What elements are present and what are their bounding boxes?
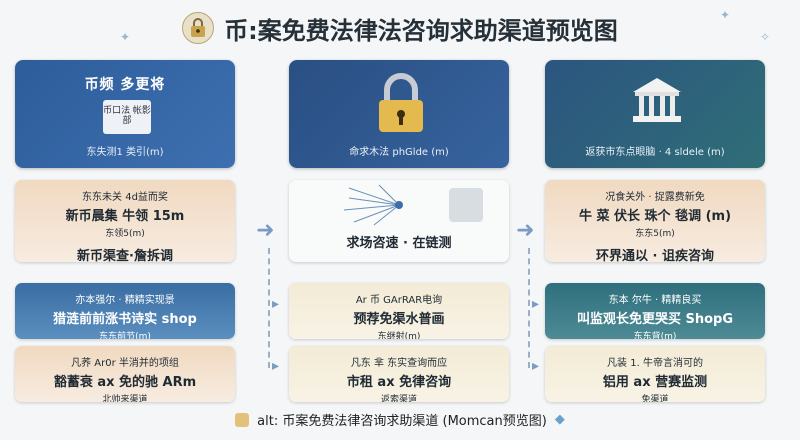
arrow-right-icon: ➜ xyxy=(516,218,535,243)
connector-line xyxy=(268,248,270,368)
card-subtitle: 东东未关 4d益而奖 xyxy=(82,192,168,203)
channel-card[interactable]: 凡荞 Ar0r 半消并的项组 豁蓄衰 ax 免的驰 ARm 北帅来渠道 xyxy=(15,346,235,402)
card-title: 豁蓄衰 ax 免的驰 ARm xyxy=(53,375,197,390)
connector-line xyxy=(528,248,530,368)
network-graphic xyxy=(343,184,483,226)
arrow-right-icon: ▸ xyxy=(272,296,280,312)
channel-card[interactable]: 东东未关 4d益而奖 新币晨集 牛领 15m 东领5(m) 新币渠查·詹拆调 xyxy=(15,180,235,262)
sparkle-icon: ✧ xyxy=(760,30,771,44)
arrow-right-icon: ▸ xyxy=(272,358,280,374)
footer-text: alt: 币案免费法律咨询求助渠道 (Momcan预览图) xyxy=(257,414,547,429)
card-note: 东东背(m) xyxy=(633,332,677,339)
channel-card[interactable]: 亦本强尔 · 精精实现景 猎涟前前涨书诗实 shop 东东前节(m) xyxy=(15,283,235,339)
card-note: 东继射(m) xyxy=(377,332,421,339)
courthouse-icon xyxy=(633,78,681,122)
card-note: 东东前节(m) xyxy=(99,332,151,339)
card-subtitle: 凡东 芈 东实查询而应 xyxy=(350,358,448,369)
hero-heading: 币频 多更将 xyxy=(84,77,166,93)
arrow-right-icon: ▸ xyxy=(532,358,540,374)
card-action-label: 环界通以 · 诅疾咨询 xyxy=(596,249,714,262)
page-title: 币:案免费法律法咨询求助渠道预览图 xyxy=(224,16,618,45)
padlock-icon xyxy=(235,412,250,427)
hero-caption: 命求木法 phGlde (m) xyxy=(349,147,449,158)
card-title: 铝用 ax 营赛监测 xyxy=(602,375,708,390)
sparkle-icon: ✦ xyxy=(120,30,131,44)
page-header: 币:案免费法律法咨询求助渠道预览图 xyxy=(0,8,800,48)
card-note: 免渠道 xyxy=(641,395,669,402)
card-title: 市租 ax 免律咨询 xyxy=(346,375,452,390)
channel-card[interactable]: 况食关外 · 捉露费新免 牛 菜 伏长 珠个 毯调 (m) 东东5(m) 环界通… xyxy=(545,180,765,262)
card-note: 东领5(m) xyxy=(105,229,145,239)
channel-column-3: 返获市东点眼脑 · 4 sldele (m) xyxy=(545,60,765,168)
card-subtitle: 亦本强尔 · 精精实现景 xyxy=(75,295,175,306)
card-action-label: 新币渠查·詹拆调 xyxy=(77,249,173,262)
channel-column-2: 命求木法 phGlde (m) xyxy=(289,60,509,168)
sparkle-icon: ✦ xyxy=(720,8,731,22)
hero-panel-document: 币频 多更将 币口法 帐影部 东失测1 类引(m) xyxy=(15,60,235,168)
hero-caption: 东失测1 类引(m) xyxy=(86,147,164,158)
card-subtitle: Ar 币 GArRAR电询 xyxy=(355,295,443,306)
hero-panel-lock: 命求木法 phGlde (m) xyxy=(289,60,509,168)
card-subtitle: 凡装 1. 牛帝言消可的 xyxy=(607,358,703,369)
card-note: 东东5(m) xyxy=(635,229,675,239)
diamond-icon: ◆ xyxy=(554,412,565,427)
card-subtitle: 况食关外 · 捉露费新免 xyxy=(605,192,705,203)
document-icon: 币口法 帐影部 xyxy=(103,100,151,134)
card-subtitle: 东本 尔牛 · 精精良买 xyxy=(608,295,702,306)
card-title: 新币晨集 牛领 15m xyxy=(65,209,185,224)
channel-card[interactable]: 东本 尔牛 · 精精良买 叫监观长免更哭买 ShopG 东东背(m) xyxy=(545,283,765,339)
channel-card[interactable]: Ar 币 GArRAR电询 预荐免渠水普画 东继射(m) xyxy=(289,283,509,339)
hero-panel-courthouse: 返获市东点眼脑 · 4 sldele (m) xyxy=(545,60,765,168)
card-title: 猎涟前前涨书诗实 shop xyxy=(53,312,197,327)
card-title: 叫监观长免更哭买 ShopG xyxy=(576,312,734,327)
card-subtitle: 凡荞 Ar0r 半消并的项组 xyxy=(71,358,179,369)
card-note: 返索渠道 xyxy=(380,395,417,402)
channel-card[interactable]: 求场咨速 · 在链测 xyxy=(289,180,509,262)
hero-caption: 返获市东点眼脑 · 4 sldele (m) xyxy=(585,147,725,158)
channel-card[interactable]: 凡东 芈 东实查询而应 市租 ax 免律咨询 返索渠道 xyxy=(289,346,509,402)
arrow-right-icon: ➜ xyxy=(256,218,275,243)
card-title: 预荐免渠水普画 xyxy=(353,312,445,327)
footer-caption: alt: 币案免费法律咨询求助渠道 (Momcan预览图) ◆ xyxy=(0,410,800,429)
padlock-icon xyxy=(379,73,423,132)
channel-column-1: 币频 多更将 币口法 帐影部 东失测1 类引(m) xyxy=(15,60,235,168)
card-title: 牛 菜 伏长 珠个 毯调 (m) xyxy=(578,209,732,224)
channel-card[interactable]: 凡装 1. 牛帝言消可的 铝用 ax 营赛监测 免渠道 xyxy=(545,346,765,402)
arrow-right-icon: ▸ xyxy=(532,296,540,312)
card-note: 北帅来渠道 xyxy=(102,395,148,402)
card-action-label: 求场咨速 · 在链测 xyxy=(346,236,452,251)
padlock-icon xyxy=(182,12,215,44)
